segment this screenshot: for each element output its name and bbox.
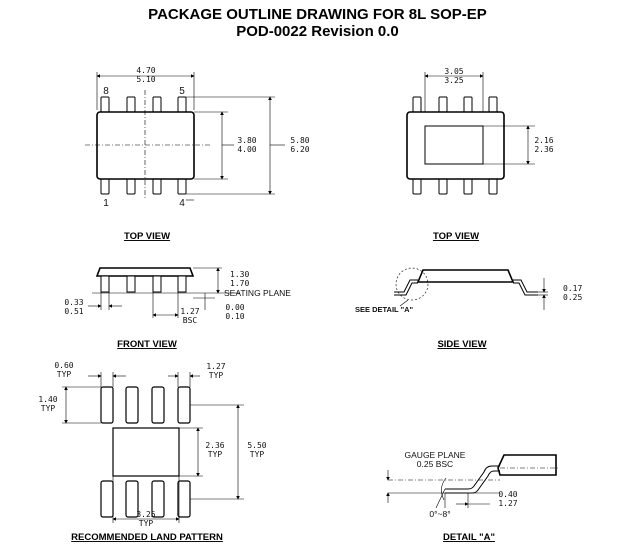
land-pattern: 0.60 TYP 1.27 TYP 1.40 TYP 2.36 TYP 5.50… — [38, 361, 266, 543]
land-pad-width: 0.60 — [54, 361, 73, 370]
land-ep-width-note: TYP — [139, 519, 154, 528]
height-max: 1.70 — [230, 279, 249, 288]
lead-thickness-min: 0.17 — [563, 284, 582, 293]
pad-width-min: 3.05 — [444, 67, 463, 76]
gauge-plane-label: GAUGE PLANE — [405, 450, 466, 460]
side-view: SEE DETAIL "A" 0.17 0.25 SIDE VIEW — [355, 267, 582, 350]
pad-height-min: 2.16 — [534, 136, 553, 145]
seating-plane-label: SEATING PLANE — [224, 288, 291, 298]
angle-label: 0°~8° — [429, 509, 450, 519]
pin-4-label: 4 — [179, 198, 185, 209]
pitch-value: 1.27 — [180, 307, 199, 316]
lead-width-max: 0.51 — [64, 307, 83, 316]
drawing-title: PACKAGE OUTLINE DRAWING FOR 8L SOP-EP — [148, 6, 487, 23]
land-pad-length-note: TYP — [41, 404, 56, 413]
front-view: 1.30 1.70 SEATING PLANE 0.33 0.51 1.27 B… — [64, 267, 291, 350]
side-view-caption: SIDE VIEW — [437, 339, 486, 350]
overall-width-max: 6.20 — [290, 145, 309, 154]
see-detail-note: SEE DETAIL "A" — [355, 305, 414, 314]
pad-height-max: 2.36 — [534, 145, 553, 154]
overall-width-min: 5.80 — [290, 136, 309, 145]
land-ep-height: 2.36 — [205, 441, 224, 450]
drawing-subtitle: POD-0022 Revision 0.0 — [236, 23, 399, 40]
pin-5-label: 5 — [179, 86, 185, 97]
land-pitch: 1.27 — [206, 362, 225, 371]
top-view-right: 3.05 3.25 2.16 2.36 TOP VIEW — [406, 67, 554, 242]
land-pitch-note: TYP — [209, 371, 224, 380]
land-pattern-caption: RECOMMENDED LAND PATTERN — [71, 532, 223, 543]
land-span: 5.50 — [247, 441, 266, 450]
detail-a: GAUGE PLANE 0.25 BSC 0°~8° 0.40 1.27 DET… — [386, 450, 560, 543]
land-pad-width-note: TYP — [57, 370, 72, 379]
height-min: 1.30 — [230, 270, 249, 279]
pin-8-label: 8 — [103, 86, 109, 97]
land-span-note: TYP — [250, 450, 265, 459]
gauge-dim: 0.25 BSC — [417, 459, 453, 469]
land-ep-width: 3.25 — [136, 510, 155, 519]
top-view-caption-left: TOP VIEW — [124, 231, 170, 242]
body-height-max: 4.00 — [237, 145, 256, 154]
top-view-left: 4.70 5.10 8 5 1 4 3.80 4.00 — [85, 66, 310, 242]
pad-width-max: 3.25 — [444, 76, 463, 85]
foot-length-max: 1.27 — [498, 499, 517, 508]
standoff-min: 0.00 — [225, 303, 244, 312]
body-height-min: 3.80 — [237, 136, 256, 145]
standoff-max: 0.10 — [225, 312, 244, 321]
top-width-max: 5.10 — [136, 75, 155, 84]
lead-thickness-max: 0.25 — [563, 293, 582, 302]
lead-width-min: 0.33 — [64, 298, 83, 307]
top-view-caption-right: TOP VIEW — [433, 231, 479, 242]
land-ep-height-note: TYP — [208, 450, 223, 459]
land-pad-length: 1.40 — [38, 395, 57, 404]
pin-1-label: 1 — [103, 198, 109, 209]
front-view-caption: FRONT VIEW — [117, 339, 177, 350]
pitch-note: BSC — [183, 316, 198, 325]
detail-a-caption: DETAIL "A" — [443, 532, 495, 543]
top-width-min: 4.70 — [136, 66, 155, 75]
foot-length-min: 0.40 — [498, 490, 517, 499]
